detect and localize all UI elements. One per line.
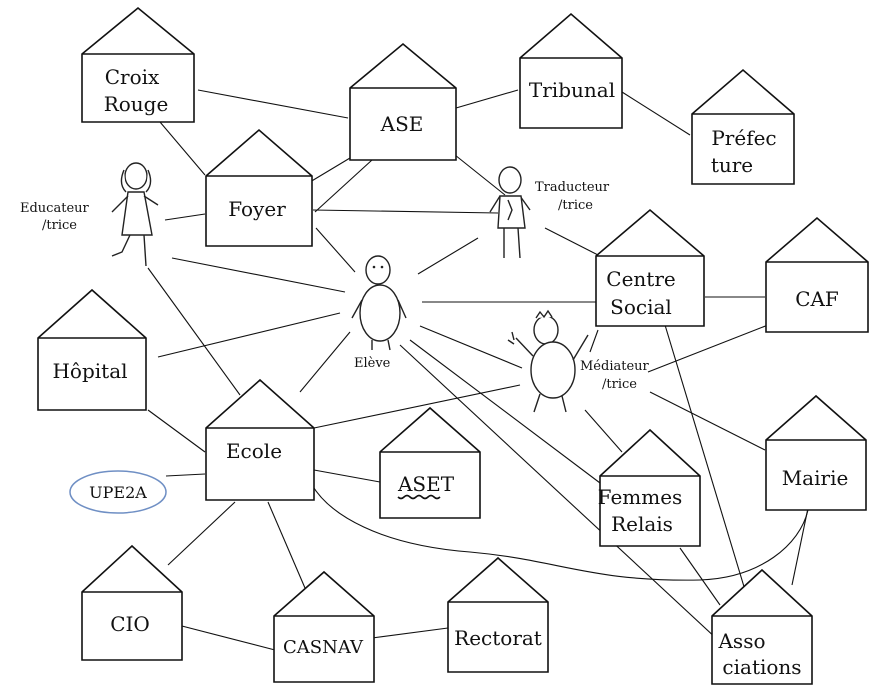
house-foyer-label: Foyer	[228, 197, 286, 221]
edge-mediateur-caf	[647, 324, 769, 373]
edge-croixrouge-ase	[197, 89, 349, 119]
edge-eleve-femmesrelais	[409, 339, 613, 493]
edge-eleve-ecole	[299, 331, 351, 393]
edge-ecole-aset	[313, 469, 381, 483]
mediateur-label-1: Médiateur	[580, 359, 650, 374]
house-ase: ASE	[349, 42, 457, 161]
house-cio: CIO	[81, 544, 183, 661]
edge-ecole-mediateur	[313, 384, 521, 429]
house-femmes-relais-label-1: Femmes	[598, 485, 683, 509]
house-hopital: Hôpital	[37, 288, 147, 411]
edge-educateur-ecole	[147, 267, 241, 396]
house-aset: ASET	[379, 406, 481, 519]
edge-centresocial-associations	[664, 324, 746, 591]
edge-educateur-foyer	[164, 213, 206, 221]
connections	[147, 89, 809, 651]
traducteur-label-2: /trice	[558, 198, 593, 213]
house-centre-social: Centre Social	[595, 208, 705, 327]
house-prefecture-label-2: ture	[711, 153, 753, 177]
house-aset-label: ASET	[397, 472, 455, 496]
edge-ecole-mairie-curve	[311, 484, 809, 581]
house-cio-label: CIO	[110, 612, 150, 636]
house-caf: CAF	[765, 216, 869, 333]
house-croix-rouge-label-2: Rouge	[104, 92, 169, 116]
house-prefecture-label-1: Préfec	[711, 126, 776, 150]
aset-spellcheck-underline	[397, 494, 441, 500]
edge-ase-traducteur	[454, 154, 506, 196]
mediateur-figure: Médiateur /trice	[507, 309, 650, 413]
edge-casnav-rectorat	[371, 627, 449, 639]
house-rectorat-label: Rectorat	[454, 626, 542, 650]
mediateur-label-2: /trice	[602, 377, 637, 392]
edge-cio-casnav	[177, 624, 276, 651]
edge-mediateur-centresocial	[589, 329, 599, 353]
educateur-label-1: Educateur	[20, 201, 90, 216]
house-casnav-label: CASNAV	[283, 637, 364, 658]
house-tribunal: Tribunal	[519, 12, 623, 129]
edge-croixrouge-foyer	[159, 121, 206, 176]
house-associations-label-1: Asso	[717, 629, 765, 653]
house-mairie: Mairie	[765, 394, 867, 511]
eleve-figure: Elève	[351, 255, 407, 371]
educateur-figure: Educateur /trice	[20, 162, 159, 267]
house-caf-label: CAF	[795, 287, 839, 311]
upe2a-oval	[69, 470, 167, 514]
house-casnav: CASNAV	[273, 570, 375, 683]
house-associations-label-2: ciations	[722, 655, 801, 679]
eleve-label: Elève	[354, 356, 391, 371]
edge-foyer-eleve	[315, 227, 356, 273]
edge-ase-tribunal	[455, 89, 519, 109]
edge-eleve-associations	[399, 344, 719, 641]
edge-ase-eleve	[314, 159, 373, 213]
upe2a-node: UPE2A	[69, 470, 167, 514]
traducteur-label-1: Traducteur	[535, 180, 610, 195]
edge-eleve-mediateur	[419, 325, 523, 369]
house-rectorat: Rectorat	[447, 556, 549, 673]
house-ecole-label: Ecole	[226, 439, 282, 463]
house-mairie-label: Mairie	[782, 466, 849, 490]
edge-traducteur-eleve	[417, 237, 479, 275]
house-associations: Asso ciations	[711, 568, 813, 685]
edge-ecole-cio	[167, 501, 236, 566]
edge-hopital-eleve	[157, 312, 341, 358]
edge-foyer-traducteur	[312, 209, 499, 214]
house-prefecture: Préfec ture	[691, 68, 795, 185]
edge-femmesrelais-associations	[679, 547, 721, 606]
traducteur-figure: Traducteur /trice	[489, 166, 610, 259]
house-femmes-relais: Femmes Relais	[598, 428, 701, 547]
house-hopital-label: Hôpital	[52, 359, 127, 383]
edge-mediateur-femmesrelais	[584, 409, 623, 453]
house-centre-social-label-2: Social	[610, 295, 672, 319]
house-ecole: Ecole	[205, 378, 315, 501]
edge-mediateur-mairie	[649, 391, 766, 451]
edge-tribunal-prefecture	[621, 91, 691, 136]
house-femmes-relais-label-2: Relais	[611, 512, 673, 536]
edge-hopital-ecole	[147, 409, 206, 453]
house-croix-rouge: Croix Rouge	[81, 6, 195, 123]
house-centre-social-label-1: Centre	[606, 267, 675, 291]
edge-mairie-associations	[791, 507, 809, 586]
educateur-label-2: /trice	[42, 218, 77, 233]
house-tribunal-label: Tribunal	[529, 78, 615, 102]
house-foyer: Foyer	[205, 128, 313, 247]
edge-traducteur-centresocial	[544, 227, 599, 256]
edge-educateur-eleve	[171, 257, 346, 293]
house-ase-label: ASE	[380, 112, 424, 136]
house-croix-rouge-label-1: Croix	[105, 65, 160, 89]
upe2a-label: UPE2A	[89, 483, 147, 502]
edge-ecole-casnav	[267, 501, 306, 589]
edge-upe2a-ecole	[165, 473, 206, 477]
